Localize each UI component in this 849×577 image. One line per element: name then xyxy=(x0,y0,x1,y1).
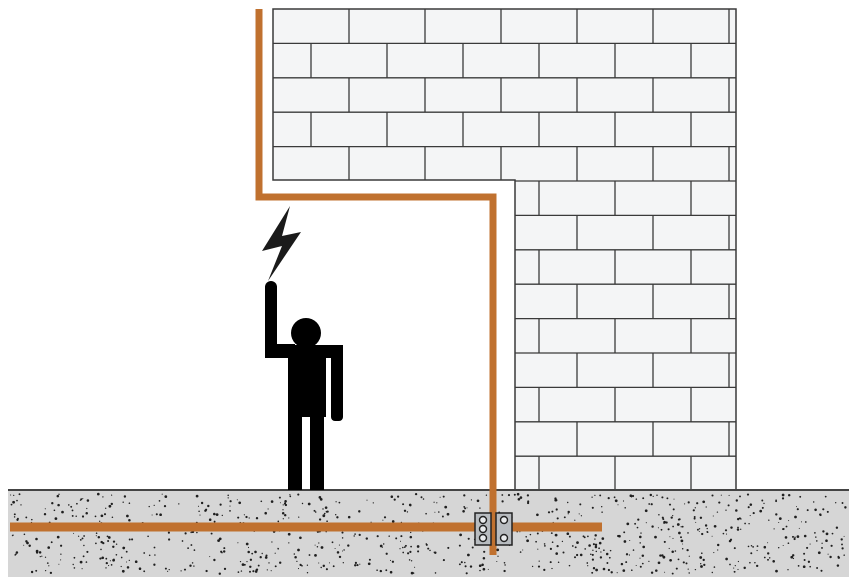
ground-soil xyxy=(8,489,849,577)
lightning-bolt-icon xyxy=(262,206,301,281)
test-joint-clamp xyxy=(474,512,513,546)
person-figure xyxy=(265,281,343,490)
copper-down-conductor xyxy=(255,9,497,555)
